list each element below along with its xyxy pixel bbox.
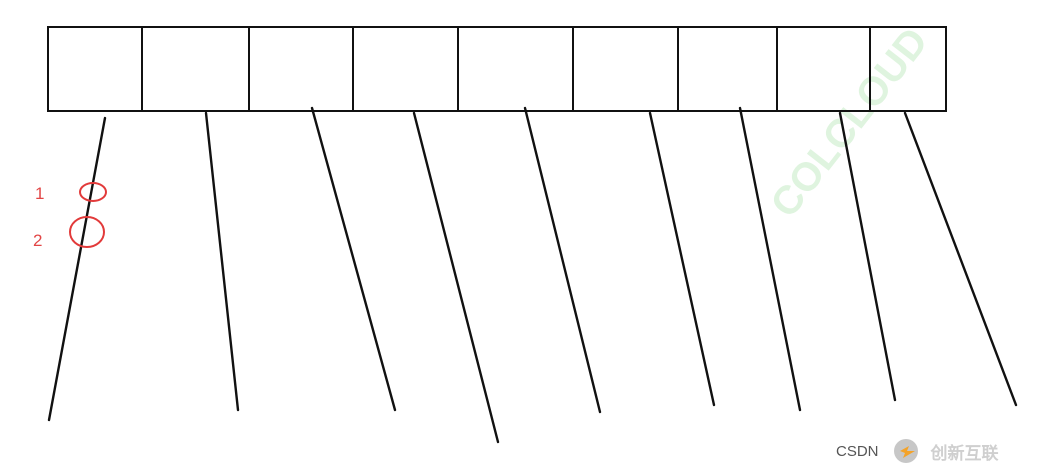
mark-label-1: 1 xyxy=(35,184,44,203)
source-label: CSDN xyxy=(836,442,879,460)
pointer-line xyxy=(412,111,500,444)
annotation-marks: 1 2 xyxy=(33,182,107,250)
slot-box xyxy=(869,26,947,112)
pointer-line xyxy=(838,111,897,402)
slot-row-border xyxy=(47,26,947,112)
mark-circle-2 xyxy=(69,216,105,248)
svg-text:COLCLOUD: COLCLOUD xyxy=(762,20,936,226)
mark-circle-1 xyxy=(79,182,107,202)
slot-box xyxy=(248,26,354,112)
slot-box xyxy=(457,26,574,112)
brand-badge: 创新互联 xyxy=(893,438,999,464)
brand-logo-icon xyxy=(893,439,918,463)
pointer-line xyxy=(523,106,602,414)
pointer-line xyxy=(648,111,716,407)
pointer-lines xyxy=(47,106,1018,444)
slot-box xyxy=(352,26,459,112)
brand-label: 创新互联 xyxy=(930,443,999,464)
pointer-line xyxy=(47,116,107,422)
pointer-line xyxy=(903,111,1018,407)
pointer-line xyxy=(204,111,240,412)
footer: CSDN 创新互联 xyxy=(836,438,999,464)
slot-box xyxy=(47,26,143,112)
pointer-line xyxy=(310,106,397,412)
faint-watermark: COLCLOUD xyxy=(762,20,936,226)
slot-box xyxy=(677,26,778,112)
slot-row xyxy=(47,26,947,112)
pointer-line xyxy=(738,106,802,412)
slot-box xyxy=(572,26,679,112)
slot-box xyxy=(141,26,250,112)
mark-label-2: 2 xyxy=(33,231,42,250)
